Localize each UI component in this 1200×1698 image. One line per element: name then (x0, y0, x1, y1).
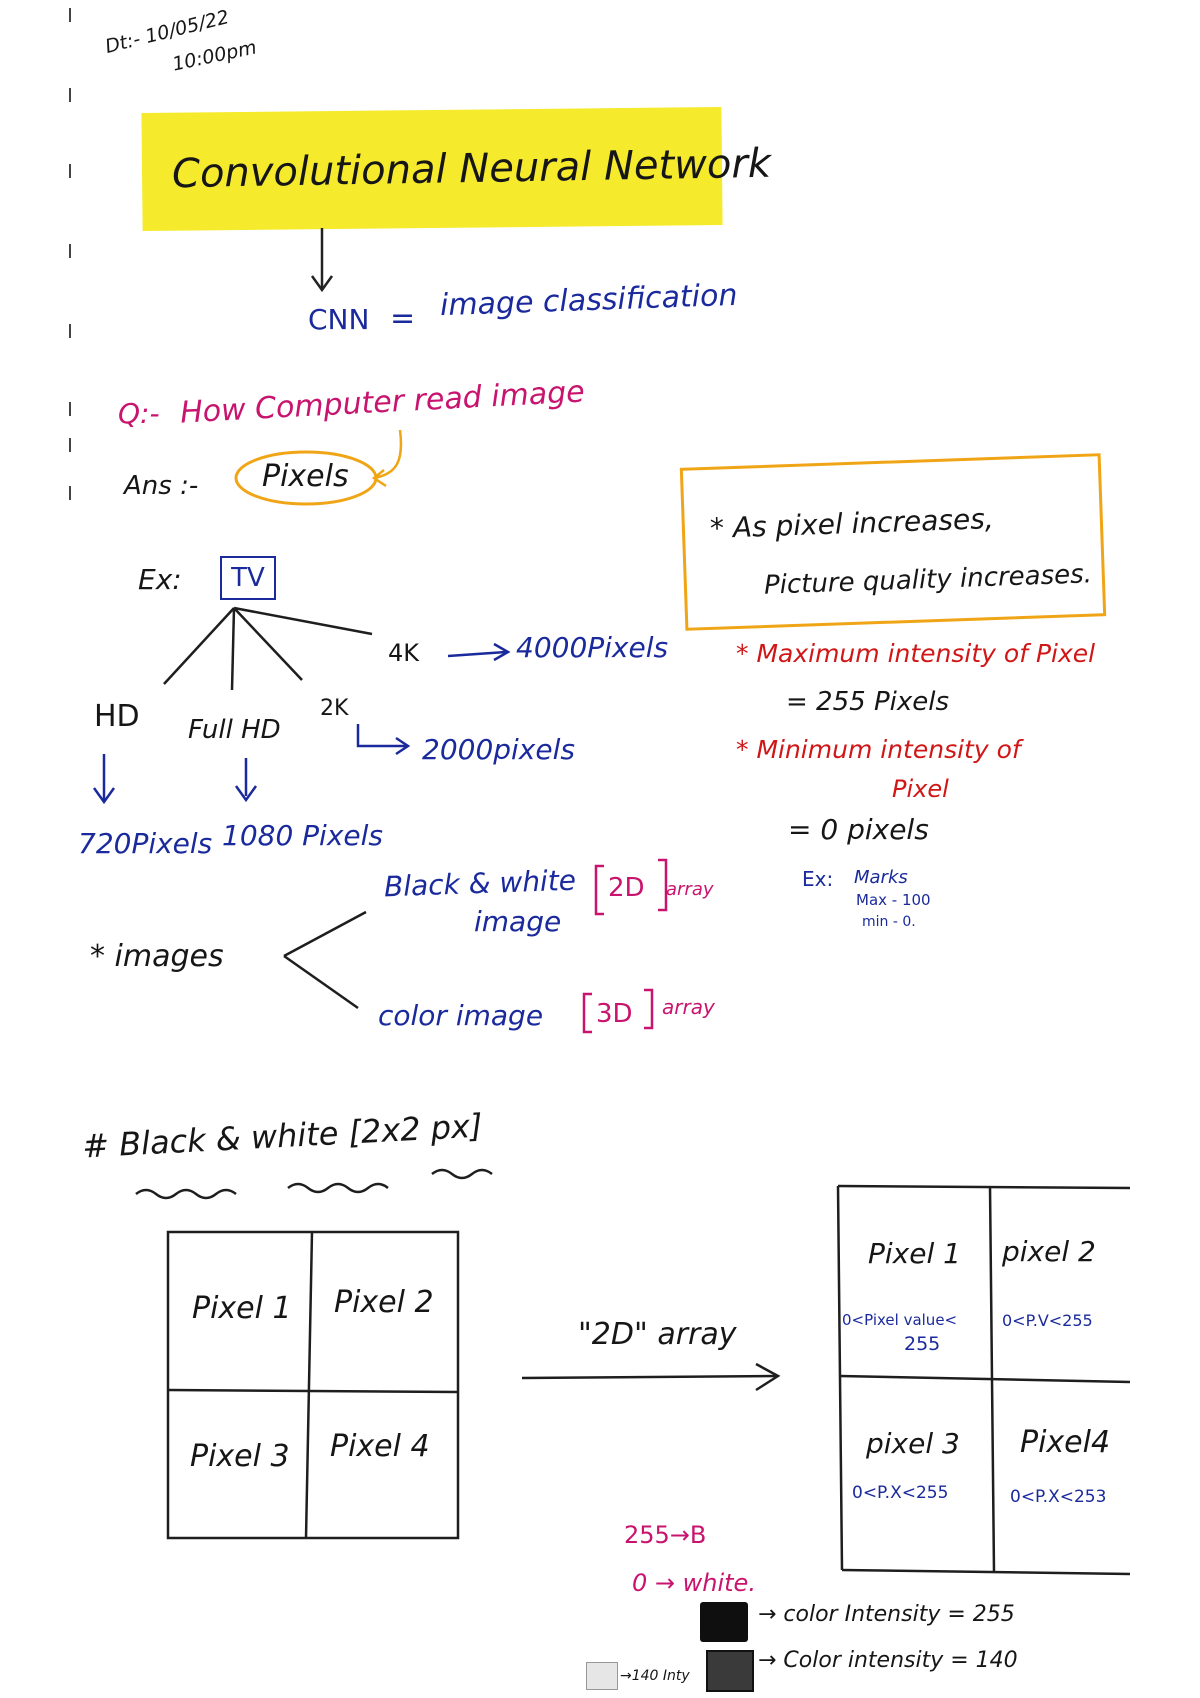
k2-label: 2K (320, 696, 349, 721)
k4-arrow (447, 642, 511, 662)
note-max-2: = 255 Pixels (786, 687, 949, 717)
cnn-label: CNN (308, 303, 370, 336)
hd-down-arrows (92, 754, 258, 805)
grid-left-cell-4: Pixel 4 (330, 1429, 430, 1464)
answer-prefix: Ans :- (124, 471, 199, 501)
question-prefix: Q:- (118, 397, 160, 430)
images-label: * images (90, 939, 224, 974)
swatch2-label: → Color intensity = 140 (758, 1648, 1018, 1673)
example-prefix: Ex: (138, 563, 182, 596)
fullhd-label: Full HD (188, 715, 281, 745)
bw-image-line2: image (474, 905, 562, 938)
right-grid (836, 1184, 1131, 1576)
grid-right-cell-4-range: 0<P.X<253 (1010, 1487, 1107, 1507)
grid-right-cell-2-name: pixel 2 (1002, 1235, 1096, 1268)
note-max-1: * Maximum intensity of Pixel (736, 639, 1096, 668)
grid-right-cell-3-name: pixel 3 (866, 1427, 960, 1460)
grid-left-cell-2: Pixel 2 (334, 1285, 434, 1320)
legend-black-line: 255→B (624, 1521, 707, 1549)
grid-right-cell-3-range: 0<P.X<255 (852, 1483, 949, 1503)
hd-label: HD (94, 699, 140, 734)
note-ex-marks: Marks (854, 867, 908, 888)
tv-tree-lines (163, 606, 373, 691)
legend-white-line: 0 → white. (632, 1569, 756, 1597)
swatch1-label: → color Intensity = 255 (758, 1602, 1015, 1627)
grid-right-cell-1-range: 0<Pixel value< (842, 1311, 958, 1329)
fullhd-value: 1080 Pixels (222, 819, 383, 852)
grid-left-cell-3: Pixel 3 (190, 1439, 290, 1474)
k2-arrow (356, 724, 411, 756)
k4-label: 4K (388, 639, 420, 667)
convert-arrow (521, 1362, 781, 1392)
pixels-cloud (234, 450, 378, 506)
heading-underline (135, 1168, 493, 1200)
arrow-label: "2D" array (578, 1317, 737, 1352)
note-min-3: = 0 pixels (788, 813, 929, 846)
answer-value: Pixels (262, 459, 349, 494)
grid-left-cell-1: Pixel 1 (192, 1291, 292, 1326)
note-ex-label: Ex: (802, 867, 834, 891)
images-bracket (283, 910, 367, 1010)
grid-right-cell-4-name: Pixel4 (1020, 1425, 1111, 1460)
black-swatch (700, 1602, 748, 1642)
k2-value: 2000pixels (422, 733, 575, 766)
k4-value: 4000Pixels (516, 631, 669, 664)
gray-swatch (706, 1650, 754, 1692)
color-image-label: color image (378, 999, 544, 1032)
title-down-arrow (310, 228, 334, 293)
small-swatch-label: →140 Inty (620, 1668, 690, 1684)
color-array-dim: 3D (596, 999, 633, 1029)
tv-box: TV (220, 556, 276, 600)
note-min-1: * Minimum intensity of (736, 735, 1021, 764)
light-swatch (586, 1662, 618, 1690)
grid-right-cell-1-name: Pixel 1 (868, 1237, 961, 1270)
grid-right-cell-1-range2: 255 (904, 1333, 941, 1355)
bw-array-word: array (666, 879, 714, 900)
bw-array-dim: 2D (608, 873, 645, 903)
color-array-word: array (662, 995, 715, 1019)
array-brackets (582, 858, 668, 1034)
left-grid (166, 1230, 460, 1540)
cnn-equals: = (390, 301, 416, 336)
note-box (679, 453, 1107, 631)
note-ex-max: Max - 100 (856, 891, 931, 909)
question-to-pixels-arrow (371, 429, 403, 488)
note-min-2: Pixel (892, 775, 949, 803)
note-ex-min: min - 0. (862, 914, 916, 930)
grid-right-cell-2-range: 0<P.V<255 (1002, 1311, 1093, 1330)
hd-value: 720Pixels (78, 827, 213, 860)
